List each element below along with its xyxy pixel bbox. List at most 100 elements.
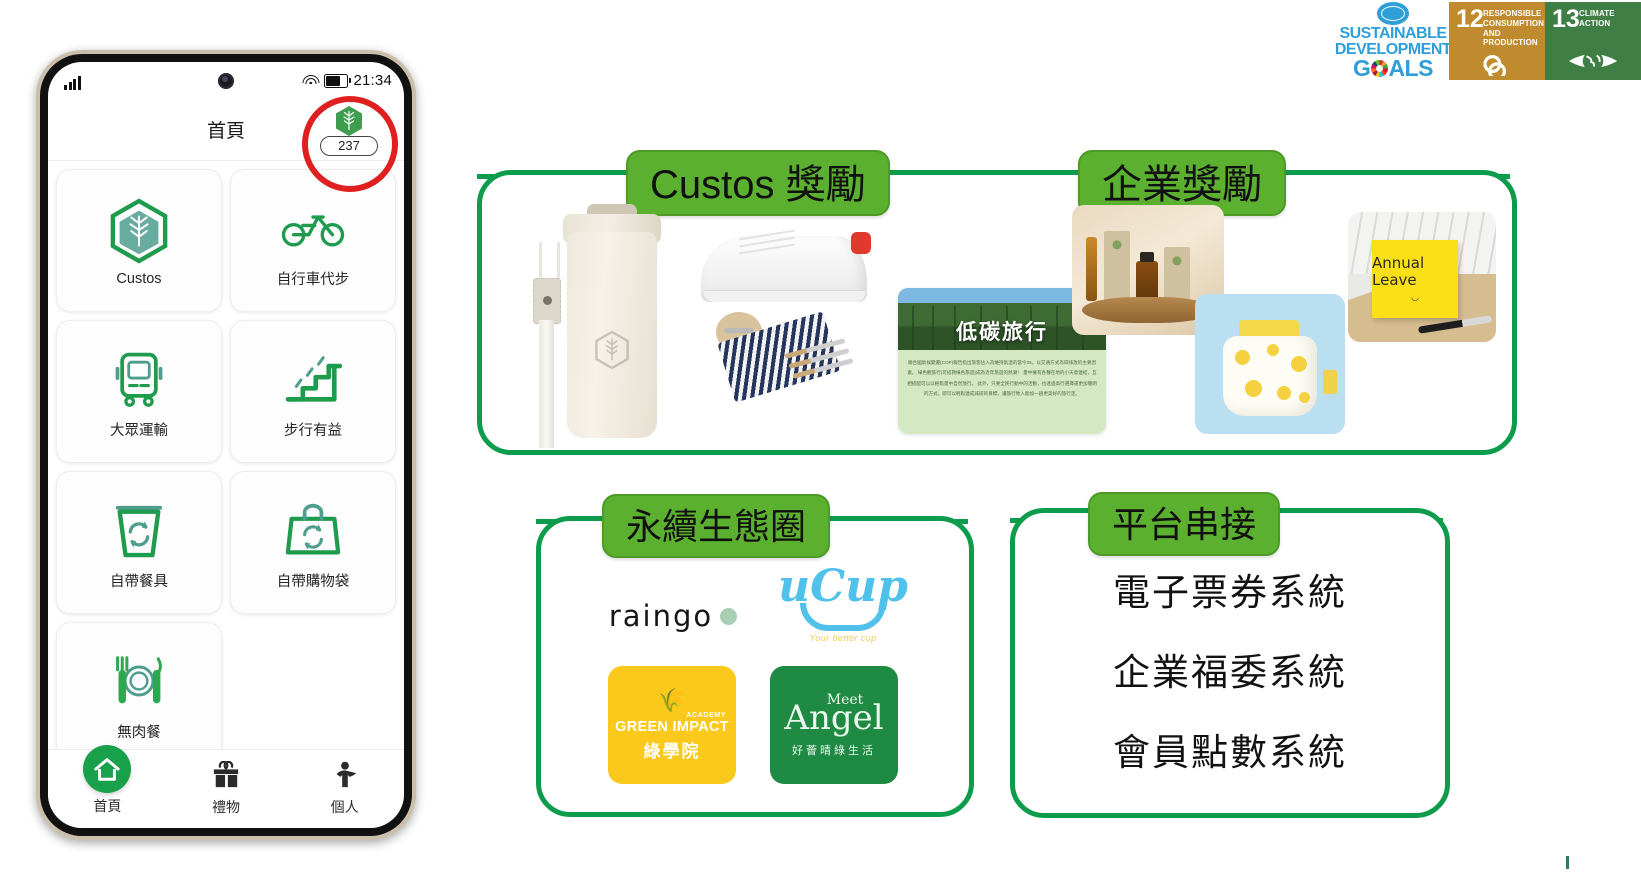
ucup-logo: uCup Your better cup [778,561,908,645]
strap-band [539,320,554,448]
sdg-goal-title: RESPONSIBLE CONSUMPTION AND PRODUCTION [1483,9,1545,48]
wheat-sheaf-icon: 🌾 [657,686,687,713]
essential-oil-gift-set-image [1072,205,1224,335]
tumbler-strap [533,242,561,448]
infinity-icon [1449,52,1545,76]
status-right-group: 21:34 [302,72,392,89]
white-sneaker-image [695,222,875,314]
signal-bars-icon [64,76,81,90]
platform-system-list: 電子票券系統 企業福委系統 會員點數系統 [1040,562,1420,802]
leaf-hexagon-icon [594,330,630,370]
pouch-tab [1323,370,1337,394]
front-camera-icon [218,73,234,89]
wifi-icon [302,74,320,88]
raingo-wordmark: raingo [608,599,714,633]
raingo-dot-icon [720,607,738,625]
meet-angel-wordmark: Angel [784,697,884,738]
feature-tile-grid: Custos 自行車代步 [48,161,404,765]
card-body: 聯合國氣候變遷(COP)報告指出旅客佔入為維持氣溫的當今25。以交通方式為碳排放… [907,360,1097,396]
reusable-cutlery-set-image [710,310,870,403]
oil-bottle [1136,252,1158,305]
low-carbon-travel-card: 低碳旅行 聯合國氣候變遷(COP)報告指出旅客佔入為維持氣溫的當今25。以交通方… [898,288,1106,434]
ucup-wordmark: uCup [778,561,908,613]
bus-icon [110,343,168,415]
platform-item: 企業福委系統 [1113,652,1347,693]
tile-walking[interactable]: 步行有益 [230,320,396,463]
tile-label: 無肉餐 [117,725,161,741]
forest-photo [898,288,1106,350]
status-bar: 21:34 [48,62,404,102]
reusable-bag-icon [284,494,342,566]
status-time: 21:34 [353,72,392,89]
sdg-goal-12: 12 RESPONSIBLE CONSUMPTION AND PRODUCTIO… [1449,2,1545,80]
phone-screen: 21:34 首頁 237 [48,62,404,828]
strap-tab [533,278,561,324]
smile-doodle-icon: ◡ [1411,292,1419,303]
app-header: 首頁 237 [48,96,404,192]
sdg-logo: SUSTAINABLE DEVELOPMENT G ALS [1334,2,1452,81]
tab-gifts[interactable]: 禮物 [167,750,286,828]
section-label-ecosystem: 永續生態圈 [602,494,831,558]
sdg-badge-group: SUSTAINABLE DEVELOPMENT G ALS 12 RESPONS… [1334,2,1641,81]
ucup-smile-icon [800,602,886,631]
tile-label: 步行有益 [284,423,342,439]
tile-label: Custos [116,270,162,287]
sdg-goal-number: 13 [1552,5,1580,33]
sdg-goal-13: 13 CLIMATE ACTION [1545,2,1641,80]
bottom-tab-bar: 首頁 禮物 [48,744,404,828]
sticky-note: Annual Leave ◡ [1372,240,1458,318]
page-corner-mark [1566,856,1569,869]
green-impact-academy: ACADEMY [686,711,726,719]
tile-label: 自行車代步 [276,272,350,288]
bicycle-icon [281,192,345,264]
tab-home[interactable]: 首頁 [48,744,167,828]
sdg-goal-number: 12 [1456,5,1484,33]
reusable-tumbler-image [515,190,675,448]
platform-item: 電子票券系統 [1113,572,1347,613]
ecosystem-panel [536,516,974,817]
oil-box [1164,247,1190,303]
sneaker-laces [739,229,797,255]
tile-own-shopping-bag[interactable]: 自帶購物袋 [230,471,396,614]
stairs-icon [283,343,343,415]
tile-bicycle[interactable]: 自行車代步 [230,169,396,312]
tile-label: 自帶購物袋 [276,574,350,590]
tile-public-transport[interactable]: 大眾運輸 [56,320,222,463]
sdg-line1: SUSTAINABLE [1339,25,1447,43]
green-impact-wordmark: GREEN IMPACT [615,718,729,735]
tab-label: 禮物 [212,799,240,815]
oil-box [1104,231,1130,303]
leaf-hexagon-icon [108,195,170,267]
meet-angel-logo: Meet Angel 好薈晴綠生活 [770,666,898,784]
tile-custos[interactable]: Custos [56,169,222,312]
sneaker-body [701,236,867,302]
section-label-platform: 平台串接 [1088,492,1281,556]
tumbler-body [567,232,657,438]
sdg-line2: DEVELOPMENT [1334,40,1452,58]
meet-angel-chinese: 好薈晴綠生活 [792,745,876,758]
sdg-goal-title: CLIMATE ACTION [1579,9,1615,28]
un-emblem-icon [1377,2,1409,26]
cutlery-plate-icon [108,645,170,717]
pen [1417,315,1493,334]
home-icon [83,744,132,793]
annual-leave-sticky-note-image: Annual Leave ◡ [1348,212,1496,342]
section-label-custos-rewards: Custos 獎勵 [626,150,890,216]
raingo-logo: raingo [592,592,754,640]
sdg-goals-als: ALS [1388,55,1433,81]
tab-label: 首頁 [93,797,122,814]
page-title: 首頁 [206,121,245,142]
wood-slab [1082,297,1214,323]
tab-profile[interactable]: 個人 [285,750,404,828]
red-circle-annotation [302,96,398,192]
eye-earth-icon [1545,46,1641,76]
battery-icon [324,73,352,88]
tile-meatless-meal[interactable]: 無肉餐 [56,622,222,765]
tile-own-utensils[interactable]: 自帶餐具 [56,471,222,614]
sneaker-heel-tab [851,232,871,254]
tile-label: 自帶餐具 [110,574,168,590]
pineapple-print-pouch-image [1195,294,1345,434]
meet-angel-meet: Meet [826,691,864,708]
gift-icon [211,760,241,794]
oil-vial [1086,237,1097,301]
